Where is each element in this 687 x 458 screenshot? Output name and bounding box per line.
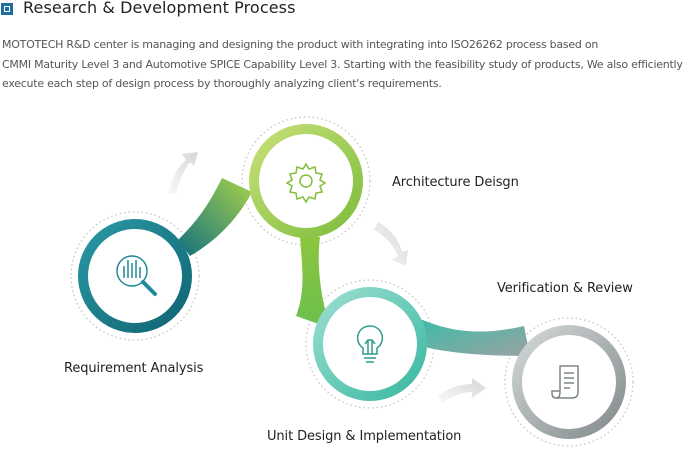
connector-1-2 [178,178,252,256]
process-diagram [70,116,634,447]
step-architecture-design [249,124,363,238]
intro-line: CMMI Maturity Level 3 and Automotive SPI… [2,57,683,71]
step-label-requirement-analysis: Requirement Analysis [64,361,204,376]
magnifier-chart-icon [116,255,157,296]
step-verification-review [512,325,626,439]
document-icon [551,365,579,399]
arrow-right-icon [438,378,486,404]
arrow-down-right-icon [374,222,408,266]
gear-icon [285,162,327,204]
step-requirement-analysis [78,219,192,333]
page-title: Research & Development Process [23,0,296,17]
intro-line: MOTOTECH R&D center is managing and desi… [2,38,599,51]
section-header: Research & Development Process [0,0,687,22]
intro-line: execute each step of design process by t… [2,77,442,90]
step-label-verification-review: Verification & Review [497,281,633,296]
square-bullet-icon [1,3,13,15]
lightbulb-icon [356,325,384,363]
arrow-right-up-icon [168,152,198,194]
connector-3-4 [418,318,530,356]
connector-2-3 [296,237,330,328]
step-label-architecture-design: Architecture Deisgn [392,175,519,190]
step-label-unit-design: Unit Design & Implementation [267,429,462,444]
step-unit-design [313,287,427,401]
intro-text: MOTOTECH R&D center is managing and desi… [2,35,687,94]
